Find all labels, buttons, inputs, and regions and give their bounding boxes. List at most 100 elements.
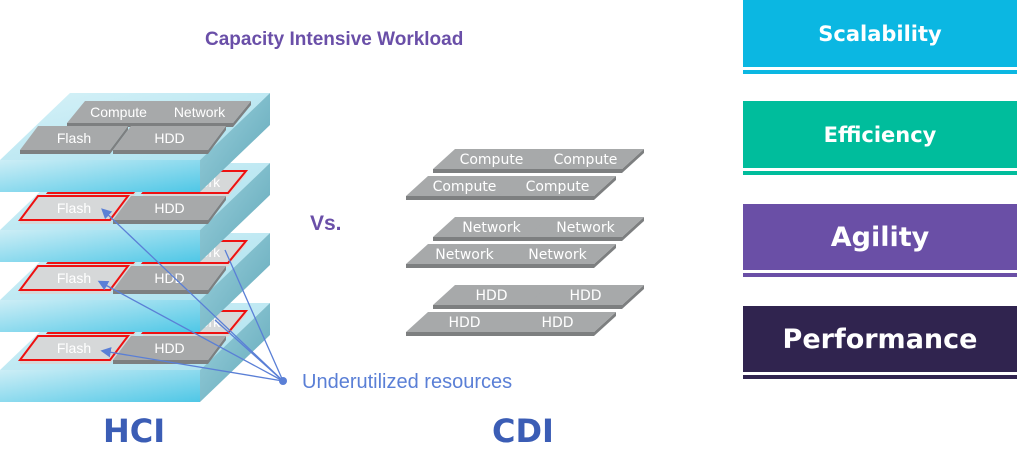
resource-tile: Network bbox=[148, 101, 251, 127]
tile-face bbox=[67, 101, 170, 123]
tile-face bbox=[433, 217, 550, 237]
benefit-underline bbox=[743, 70, 1017, 74]
tile-edge bbox=[208, 266, 226, 294]
tile-face bbox=[499, 312, 616, 332]
tile-label: HDD bbox=[541, 315, 573, 331]
tile-edge bbox=[113, 290, 208, 294]
tile-edge bbox=[594, 176, 616, 200]
tile-edge bbox=[208, 126, 226, 154]
tile-label: HDD bbox=[154, 200, 184, 216]
tile-face bbox=[406, 176, 523, 196]
benefit-card-scalability: Scalability bbox=[743, 0, 1017, 67]
resource-tile: HDD bbox=[113, 336, 226, 364]
resource-tile: HDD bbox=[113, 266, 226, 294]
resource-tile: Network bbox=[527, 217, 644, 241]
benefit-card-agility: Agility bbox=[743, 204, 1017, 270]
slab-side-face bbox=[200, 93, 270, 192]
tile-edge bbox=[208, 336, 226, 364]
tile-edge bbox=[594, 244, 616, 268]
benefit-underline bbox=[743, 273, 1017, 277]
tile-edge bbox=[499, 264, 594, 268]
tile-face bbox=[499, 244, 616, 264]
resource-tile: Flash bbox=[18, 265, 130, 294]
slab-front-face bbox=[0, 230, 200, 262]
resource-tile: Compute bbox=[527, 149, 644, 173]
tile-label: HDD bbox=[448, 315, 480, 331]
pointer-line bbox=[214, 319, 284, 382]
tile-label: HDD bbox=[569, 288, 601, 304]
tile-edge bbox=[499, 196, 594, 200]
tile-label: HDD bbox=[475, 288, 507, 304]
tile-label: HDD bbox=[154, 340, 184, 356]
benefit-label: Performance bbox=[782, 323, 978, 355]
slab-side-face bbox=[200, 233, 270, 332]
tile-face bbox=[527, 285, 644, 305]
tile-edge bbox=[622, 149, 644, 173]
resource-tile: Flash bbox=[18, 335, 130, 364]
underutilized-resources-label: Underutilized resources bbox=[302, 371, 513, 393]
hci-stack: NetworkFlashHDDNetworkFlashHDDNetworkFla… bbox=[0, 93, 270, 402]
resource-tile: HDD bbox=[113, 196, 226, 224]
tile-face bbox=[18, 195, 130, 221]
tile-label: Flash bbox=[57, 340, 91, 356]
hci-label: HCI bbox=[103, 412, 166, 450]
tile-edge bbox=[527, 169, 622, 173]
resource-tile: HDD bbox=[527, 285, 644, 309]
tile-face bbox=[433, 285, 550, 305]
cdi-label: CDI bbox=[492, 412, 554, 450]
tile-face bbox=[499, 176, 616, 196]
pointer-arrow bbox=[100, 347, 284, 382]
tile-face bbox=[113, 196, 226, 220]
slab-front-face bbox=[0, 160, 200, 192]
tile-face bbox=[113, 126, 226, 150]
resource-tile: Flash bbox=[18, 195, 130, 224]
tile-label: Compute bbox=[90, 104, 147, 120]
tile-edge bbox=[622, 217, 644, 241]
tile-label: Flash bbox=[57, 130, 91, 146]
tile-edge bbox=[113, 360, 208, 364]
resource-tile: Flash bbox=[20, 126, 128, 154]
resource-tile: Compute bbox=[433, 149, 550, 173]
tile-label: Compute bbox=[526, 179, 590, 195]
tile-edge bbox=[113, 220, 208, 224]
resource-tile: HDD bbox=[499, 312, 616, 336]
tile-label: HDD bbox=[154, 270, 184, 286]
benefit-label: Efficiency bbox=[823, 122, 937, 147]
tile-edge bbox=[406, 332, 501, 336]
tile-edge bbox=[499, 332, 594, 336]
resource-tile: HDD bbox=[113, 126, 226, 154]
tile-label: Network bbox=[435, 247, 494, 263]
tile-face bbox=[148, 101, 251, 123]
resource-tile: Compute bbox=[499, 176, 616, 200]
benefit-label: Scalability bbox=[818, 21, 942, 46]
tile-face bbox=[406, 312, 523, 332]
benefit-label: Agility bbox=[830, 221, 930, 253]
tile-edge bbox=[113, 150, 208, 154]
tile-label: Network bbox=[462, 220, 521, 236]
page-title: Capacity Intensive Workload bbox=[205, 29, 464, 50]
tile-label: Compute bbox=[554, 152, 618, 168]
tile-label: Compute bbox=[433, 179, 497, 195]
cdi-pool-hdd: HDD HDD HDD HDD bbox=[406, 285, 644, 336]
tile-edge bbox=[527, 237, 622, 241]
tile-face bbox=[406, 244, 523, 264]
tile-edge bbox=[433, 237, 528, 241]
benefit-card-efficiency: Efficiency bbox=[743, 101, 1017, 168]
tile-edge bbox=[594, 312, 616, 336]
tile-label: Flash bbox=[57, 270, 91, 286]
tile-edge bbox=[433, 305, 528, 309]
slab-side-face bbox=[200, 163, 270, 262]
tile-edge bbox=[233, 101, 251, 127]
tile-face bbox=[527, 149, 644, 169]
tile-edge bbox=[527, 305, 622, 309]
tile-label: HDD bbox=[154, 130, 184, 146]
tile-face bbox=[113, 266, 226, 290]
tile-edge bbox=[406, 196, 501, 200]
tile-edge bbox=[433, 169, 528, 173]
tile-label: Network bbox=[528, 247, 587, 263]
tile-label: Compute bbox=[460, 152, 524, 168]
